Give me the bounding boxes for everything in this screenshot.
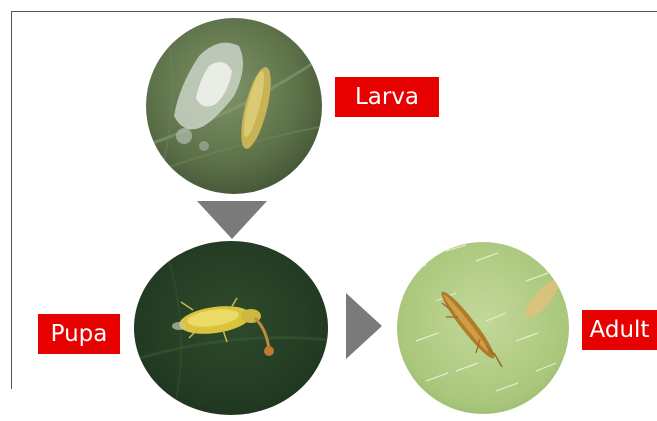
larva-photo [144, 16, 324, 196]
frame-top-border [11, 11, 657, 12]
frame-left-border [11, 11, 12, 389]
pupa-photo [133, 240, 329, 416]
triangle-down-icon [197, 201, 267, 239]
larva-label: Larva [335, 77, 439, 117]
adult-label: Adult [582, 310, 657, 350]
pupa-label: Pupa [38, 314, 120, 354]
triangle-right-icon [346, 293, 382, 359]
adult-photo [396, 241, 570, 415]
